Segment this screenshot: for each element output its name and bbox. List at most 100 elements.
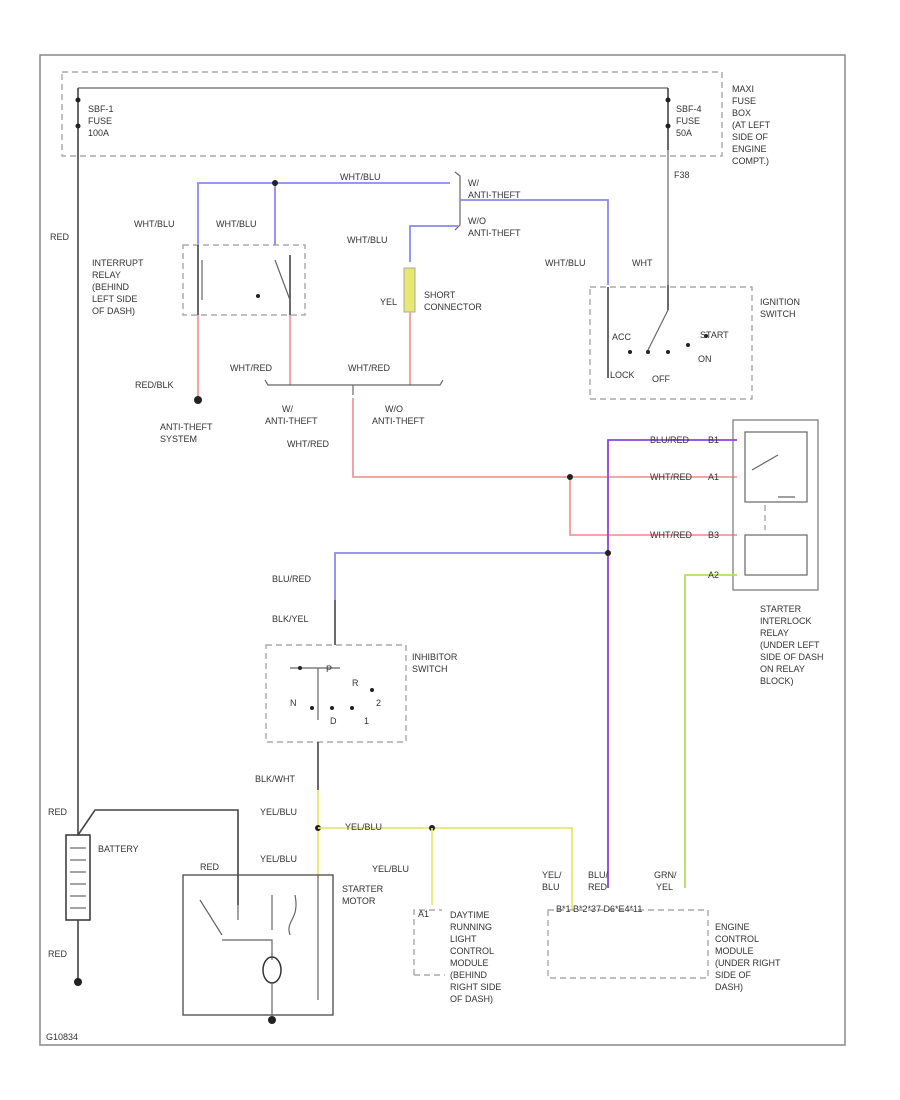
svg-text:BLU/RED: BLU/RED	[272, 574, 312, 584]
svg-text:ENGINE: ENGINE	[732, 144, 767, 154]
drl-module-label: DAYTIME RUNNING LIGHT CONTROL MODULE (BE…	[450, 910, 501, 1004]
svg-text:STARTER: STARTER	[760, 604, 802, 614]
svg-text:MODULE: MODULE	[715, 946, 754, 956]
svg-text:YEL/BLU: YEL/BLU	[260, 807, 297, 817]
svg-text:SWITCH: SWITCH	[760, 309, 796, 319]
wht-blu-ignition-wire	[460, 199, 609, 285]
svg-text:RED: RED	[588, 882, 608, 892]
diagram-frame	[39, 54, 846, 1046]
svg-text:SIDE OF: SIDE OF	[732, 132, 769, 142]
wht-blu-short-wire	[409, 225, 458, 262]
svg-text:CONTROL: CONTROL	[715, 934, 759, 944]
svg-text:WHT/BLU: WHT/BLU	[216, 219, 257, 229]
svg-text:W/O: W/O	[468, 216, 486, 226]
interrupt-relay	[182, 244, 306, 316]
wht-label: WHT	[632, 258, 653, 268]
svg-text:FUSE: FUSE	[732, 96, 756, 106]
svg-text:N: N	[290, 698, 297, 708]
figure-id: G10834	[46, 1032, 78, 1042]
svg-text:W/: W/	[468, 178, 479, 188]
svg-text:ANTI-THEFT: ANTI-THEFT	[468, 228, 521, 238]
svg-text:OF DASH): OF DASH)	[92, 306, 135, 316]
engine-control-module	[547, 909, 709, 979]
svg-text:WHT/BLU: WHT/BLU	[347, 235, 388, 245]
svg-text:BLU/RED: BLU/RED	[650, 435, 690, 445]
svg-text:BLU/: BLU/	[588, 870, 609, 880]
svg-text:BLK/WHT: BLK/WHT	[255, 774, 296, 784]
grn-yel-wire	[684, 574, 737, 888]
svg-text:ANTI-THEFT: ANTI-THEFT	[265, 416, 318, 426]
svg-text:WHT/RED: WHT/RED	[287, 439, 329, 449]
svg-text:R: R	[352, 678, 359, 688]
ignition-switch	[589, 286, 753, 400]
sbf4-fuse: SBF-4 FUSE 50A	[665, 88, 702, 150]
maxi-fuse-box-label: MAXI FUSE BOX (AT LEFT SIDE OF ENGINE CO…	[732, 84, 771, 166]
svg-text:B3: B3	[708, 530, 719, 540]
svg-text:ENGINE: ENGINE	[715, 922, 750, 932]
svg-text:WHT/BLU: WHT/BLU	[545, 258, 586, 268]
svg-text:(AT LEFT: (AT LEFT	[732, 120, 771, 130]
svg-text:SIDE OF DASH: SIDE OF DASH	[760, 652, 824, 662]
svg-text:SBF-1: SBF-1	[88, 104, 114, 114]
svg-text:BOX: BOX	[732, 108, 751, 118]
red-wire-label: RED	[50, 232, 70, 242]
svg-text:INTERRUPT: INTERRUPT	[92, 258, 144, 268]
svg-text:RELAY: RELAY	[92, 270, 121, 280]
svg-text:W/: W/	[282, 404, 293, 414]
svg-text:SYSTEM: SYSTEM	[160, 434, 197, 444]
svg-text:DAYTIME: DAYTIME	[450, 910, 489, 920]
svg-text:YEL: YEL	[380, 297, 397, 307]
maxi-fuse-box-outline	[61, 71, 723, 157]
ecm-label: ENGINE CONTROL MODULE (UNDER RIGHT SIDE …	[715, 922, 781, 992]
svg-text:MODULE: MODULE	[450, 958, 489, 968]
starter-motor	[182, 874, 334, 1016]
svg-text:W/O: W/O	[385, 404, 403, 414]
svg-text:50A: 50A	[676, 128, 692, 138]
wht-blu-top-wire	[197, 182, 450, 245]
svg-text:(UNDER RIGHT: (UNDER RIGHT	[715, 958, 781, 968]
svg-text:START: START	[700, 330, 729, 340]
svg-text:WHT/RED: WHT/RED	[650, 530, 692, 540]
svg-text:RUNNING: RUNNING	[450, 922, 492, 932]
svg-text:A1: A1	[708, 472, 719, 482]
svg-text:OFF: OFF	[652, 374, 670, 384]
starter-interlock-label: STARTER INTERLOCK RELAY (UNDER LEFT SIDE…	[760, 604, 824, 686]
svg-text:LEFT SIDE: LEFT SIDE	[92, 294, 137, 304]
svg-text:RED: RED	[48, 949, 68, 959]
svg-text:WHT/RED: WHT/RED	[230, 363, 272, 373]
svg-text:(UNDER LEFT: (UNDER LEFT	[760, 640, 820, 650]
svg-text:A2: A2	[708, 570, 719, 580]
svg-text:IGNITION: IGNITION	[760, 297, 800, 307]
svg-text:RELAY: RELAY	[760, 628, 789, 638]
svg-text:A1: A1	[418, 909, 429, 919]
svg-text:WHT/RED: WHT/RED	[348, 363, 390, 373]
svg-text:COMPT.): COMPT.)	[732, 156, 769, 166]
wht-blu-top-label: WHT/BLU	[340, 172, 381, 182]
svg-text:BLOCK): BLOCK)	[760, 676, 794, 686]
short-connector	[403, 267, 416, 313]
svg-text:ACC: ACC	[612, 332, 632, 342]
svg-text:100A: 100A	[88, 128, 109, 138]
inhibitor-switch	[265, 644, 407, 743]
svg-text:CONNECTOR: CONNECTOR	[424, 302, 482, 312]
svg-text:FUSE: FUSE	[676, 116, 700, 126]
blu-red-inhibitor-wire	[334, 552, 608, 600]
svg-text:ON: ON	[698, 354, 712, 364]
svg-text:CONTROL: CONTROL	[450, 946, 494, 956]
svg-text:YEL: YEL	[656, 882, 673, 892]
svg-text:FUSE: FUSE	[88, 116, 112, 126]
svg-text:LIGHT: LIGHT	[450, 934, 477, 944]
svg-text:SIDE OF: SIDE OF	[715, 970, 752, 980]
svg-text:ON RELAY: ON RELAY	[760, 664, 805, 674]
svg-text:RED: RED	[48, 807, 68, 817]
ecm-pins: B*1 B*2*37 D6*E4*11	[556, 904, 642, 914]
svg-text:BLK/YEL: BLK/YEL	[272, 614, 309, 624]
blu-red-interlock-wire	[607, 439, 737, 888]
sbf1-fuse: SBF-1 FUSE 100A	[75, 88, 114, 150]
interrupt-relay-label: INTERRUPT RELAY (BEHIND LEFT SIDE OF DAS…	[92, 258, 144, 316]
svg-text:ANTI-THEFT: ANTI-THEFT	[160, 422, 213, 432]
svg-text:YEL/BLU: YEL/BLU	[260, 854, 297, 864]
svg-text:D: D	[330, 716, 337, 726]
svg-text:B1: B1	[708, 435, 719, 445]
